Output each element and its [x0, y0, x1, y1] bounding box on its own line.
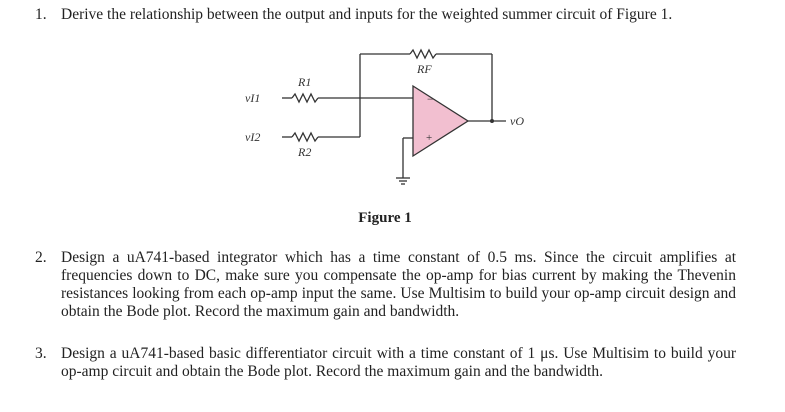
rf-resistor	[409, 48, 437, 60]
vo-label: vO	[510, 114, 524, 128]
figure-caption: Figure 1	[358, 210, 412, 226]
question-3-number: 3.	[35, 345, 47, 362]
r2-resistor	[291, 131, 319, 143]
question-3-text: Design a uA741-based basic differentiato…	[61, 345, 736, 380]
question-2-text: Design a uA741-based integrator which ha…	[61, 249, 736, 320]
r2-label: R2	[297, 145, 311, 159]
vi1-label: vI1	[245, 91, 260, 105]
r1-label: R1	[297, 75, 311, 89]
vi2-label: vI2	[245, 130, 260, 144]
r1-resistor	[291, 92, 319, 104]
output-node	[490, 119, 494, 123]
inverting-sign: −	[427, 92, 434, 106]
question-1-text: Derive the relationship between the outp…	[61, 6, 673, 23]
noninverting-sign: +	[426, 132, 432, 144]
question-1-number: 1.	[35, 6, 47, 23]
weighted-summer-circuit-diagram: − + RF R1 R2 vI1 vI2 vO	[230, 40, 560, 200]
opamp-triangle	[412, 84, 470, 158]
question-2-number: 2.	[35, 249, 47, 266]
rf-label: RF	[416, 62, 432, 76]
